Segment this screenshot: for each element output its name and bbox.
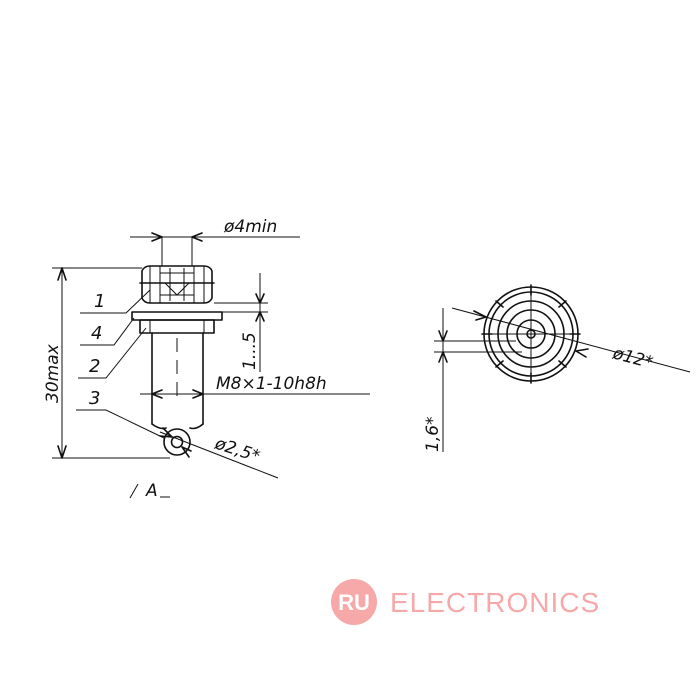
offset-dimension: 1,6*: [423, 308, 522, 452]
thread-dimension: M8×1-10h8h: [140, 374, 370, 399]
part-number-2: 2: [89, 356, 100, 377]
part-leaders: 1 4 2 3: [76, 289, 165, 439]
side-view: ø4min 30max 1...5 M8×1-10h8h ø2,5*: [43, 217, 370, 501]
lug-hole-dimension: ø2,5*: [159, 427, 279, 479]
offset-label: 1,6*: [423, 416, 443, 452]
part-number-3: 3: [89, 388, 100, 409]
view-label: A: [145, 481, 158, 501]
solder-lug: [163, 428, 191, 456]
knurled-cap: [139, 265, 215, 304]
part-number-1: 1: [94, 291, 105, 312]
watermark: RU ELECTRONICS: [331, 579, 600, 625]
watermark-badge-text: RU: [338, 590, 370, 615]
bore-label: ø4min: [223, 217, 277, 237]
end-view: ø12* 1,6*: [423, 284, 691, 452]
threaded-body: [151, 332, 204, 430]
range-label: 1...5: [240, 332, 260, 370]
view-indicator: A: [129, 481, 170, 501]
part-number-4: 4: [91, 323, 102, 344]
range-dimension: 1...5: [214, 273, 268, 372]
length-dimension: 30max: [43, 267, 170, 459]
bore-dimension: ø4min: [130, 217, 300, 266]
length-label: 30max: [43, 343, 63, 403]
thread-label: M8×1-10h8h: [216, 374, 327, 394]
flange-washer: [131, 311, 223, 334]
outer-diameter-label: ø12*: [610, 343, 655, 373]
watermark-badge: [331, 579, 377, 625]
watermark-text: ELECTRONICS: [390, 587, 600, 618]
